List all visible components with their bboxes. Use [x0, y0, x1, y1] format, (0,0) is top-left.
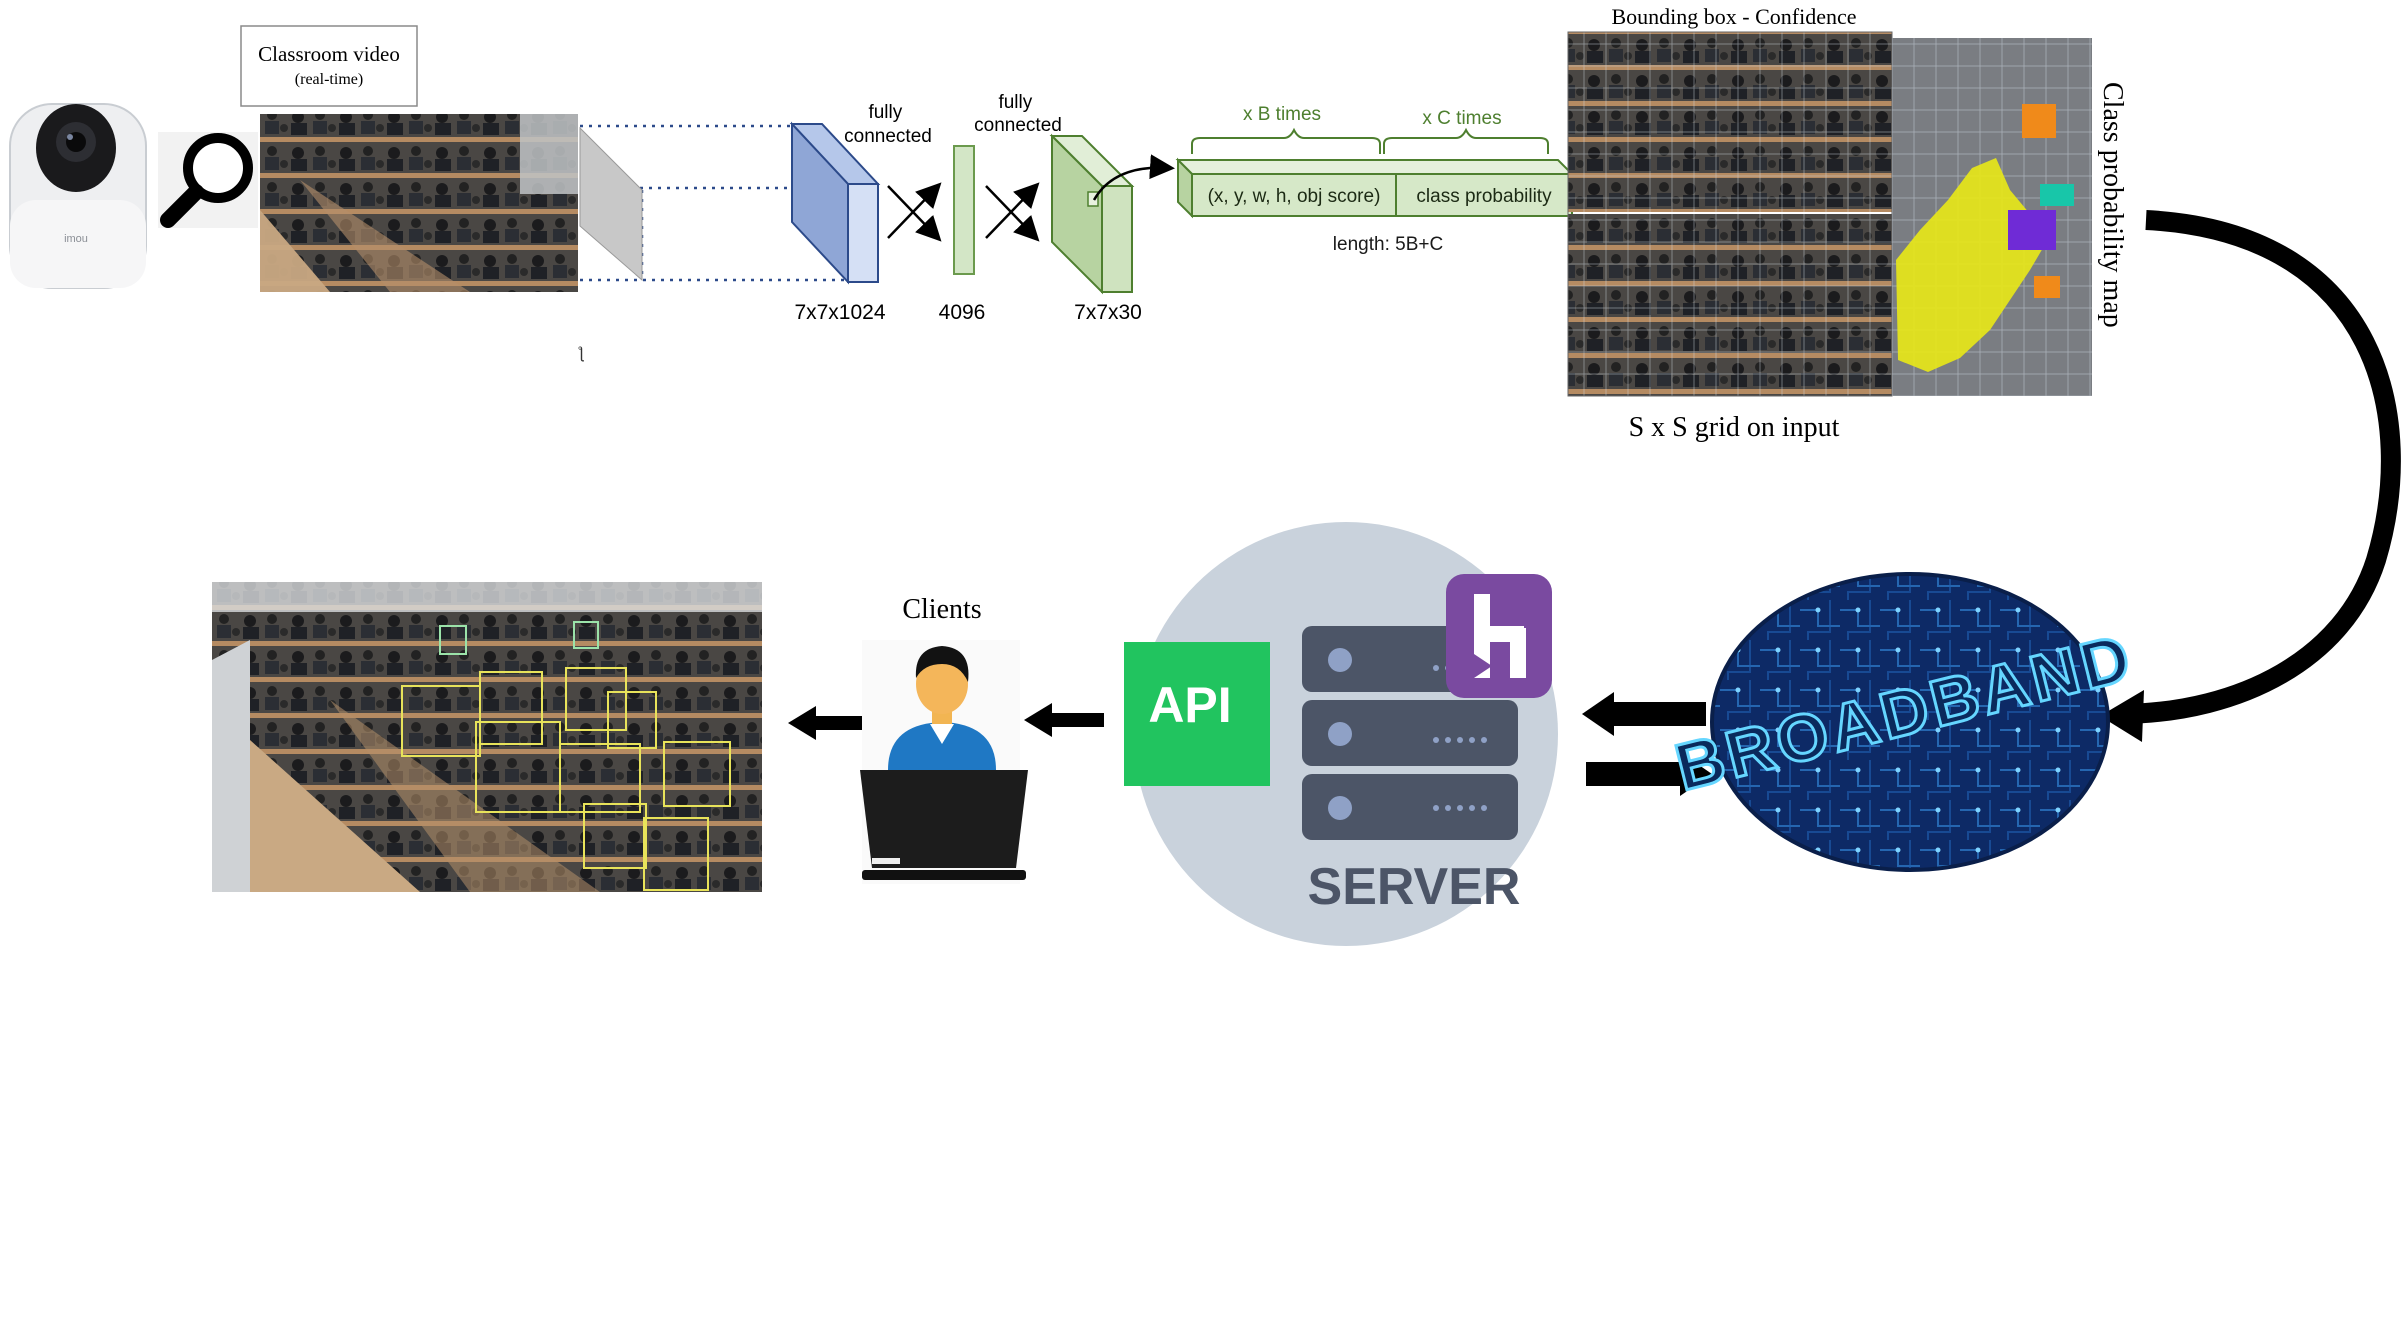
stray-mark: ƪ — [578, 345, 584, 362]
curved-flow-arrow — [2123, 210, 2401, 724]
conv-block-7x7x1024 — [789, 121, 881, 285]
fc2-line1: fully — [998, 92, 1032, 113]
camera-brand: imou — [64, 233, 88, 245]
fc1-line1: fully — [868, 102, 902, 123]
server-label: SERVER — [1308, 858, 1521, 916]
curved-flow-arrowhead — [2100, 690, 2144, 742]
classroom-video-callout: Classroom video (real-time) — [240, 25, 418, 107]
output-detection-frame — [212, 582, 762, 892]
input-video-frame — [260, 114, 578, 292]
output-arrow — [788, 706, 868, 740]
b-times-brace — [1191, 127, 1381, 154]
b-times-label: x B times — [1243, 104, 1321, 125]
hosting-logo-icon — [1446, 574, 1552, 698]
server-broadband-arrows — [1582, 692, 1712, 796]
bounding-box-title: Bounding box - Confidence — [1611, 4, 1856, 29]
feature-plane — [579, 126, 643, 282]
fc2-label: fully connected — [974, 92, 1062, 136]
camera-caption-sub: (real-time) — [295, 71, 363, 88]
camera-caption: Classroom video — [258, 42, 400, 66]
dim-label-2: 4096 — [939, 301, 986, 324]
vector-length-label: length: 5B+C — [1333, 234, 1443, 255]
box-vector-label: (x, y, w, h, obj score) — [1208, 186, 1381, 207]
class-probability-label: Class probability map — [2097, 82, 2128, 328]
dim-label-1: 7x7x1024 — [794, 301, 885, 324]
grid-caption: S x S grid on input — [1629, 412, 1840, 443]
api-badge — [1124, 642, 1270, 786]
cross-connection-1 — [887, 182, 942, 242]
clients-label: Clients — [902, 594, 981, 625]
c-times-brace — [1383, 127, 1549, 154]
cross-connection-2 — [985, 182, 1040, 242]
security-camera-icon: imou — [9, 103, 147, 289]
fc-vector-4096 — [953, 145, 975, 275]
dim-label-3: 7x7x30 — [1074, 301, 1142, 324]
output-tensor-7x7x30 — [1049, 133, 1135, 295]
class-vector-label: class probability — [1416, 186, 1552, 207]
magnifier-icon — [158, 132, 258, 228]
prediction-vector: (x, y, w, h, obj score) class probabilit… — [1175, 157, 1575, 219]
class-probability-map-image — [1892, 38, 2092, 396]
expand-arrow — [1092, 154, 1175, 201]
fc2-line2: connected — [974, 115, 1062, 136]
client-user-icon — [860, 640, 1028, 884]
api-label: API — [1148, 677, 1231, 733]
fc1-line2: connected — [844, 126, 932, 147]
broadband-node: BROADBAND — [1667, 572, 2142, 872]
c-times-label: x C times — [1422, 108, 1501, 129]
clients-arrow — [1024, 703, 1104, 737]
fc1-label: fully connected — [844, 102, 932, 147]
server-node: API SERVER — [1124, 522, 1558, 946]
bounding-box-grid-image — [1567, 31, 1893, 397]
